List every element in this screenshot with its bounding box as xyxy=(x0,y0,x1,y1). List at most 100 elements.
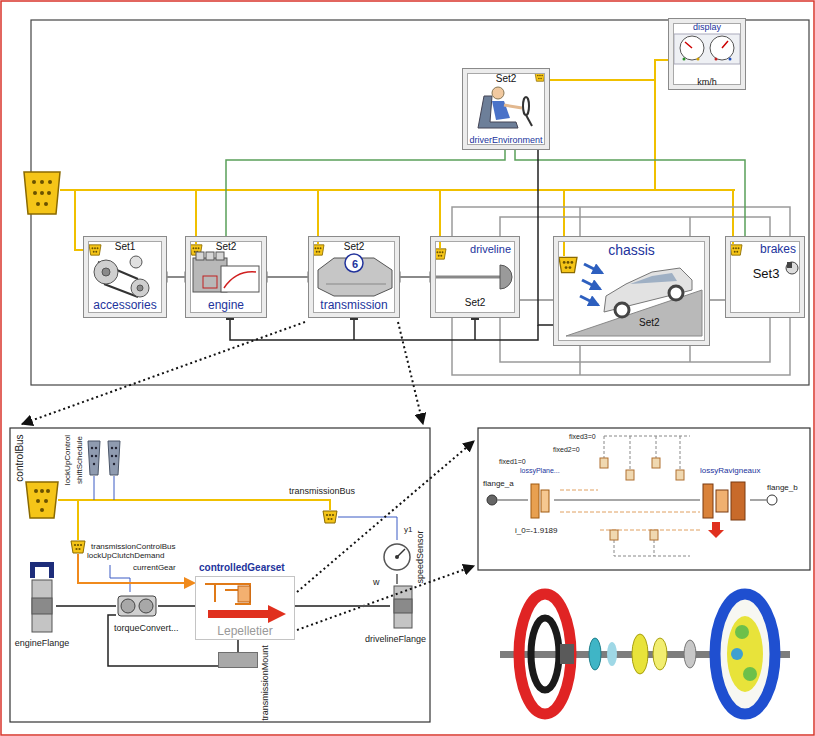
connector xyxy=(515,150,745,236)
bus-connector xyxy=(34,489,38,493)
mechanical-wire xyxy=(452,207,790,375)
panel-frame xyxy=(10,428,430,722)
signal-label: flange_a xyxy=(482,480,515,489)
signal-label: fixed3=0 xyxy=(568,433,597,441)
node-label: speedSensor xyxy=(415,530,425,583)
bus-connector xyxy=(730,245,742,255)
node-label: Set3 xyxy=(753,267,780,282)
mount-flange xyxy=(471,316,479,320)
vehicle-icon xyxy=(580,296,598,305)
subsystem-block: chassisSet2 xyxy=(553,236,710,346)
node-label: engine xyxy=(208,299,244,313)
connector xyxy=(295,605,390,607)
torque-converter-icon xyxy=(118,596,156,616)
gauge-icon xyxy=(685,41,728,48)
speed-sensor-icon xyxy=(384,544,410,570)
bus-connector xyxy=(89,245,101,255)
bus-connector xyxy=(46,489,50,493)
bus-connector xyxy=(33,191,37,195)
bus-wire xyxy=(60,80,735,256)
gearset-schematic xyxy=(208,605,286,623)
signal-label: fixed1=0 xyxy=(498,458,527,466)
gearset-schematic xyxy=(238,586,250,602)
flange-icon xyxy=(394,586,412,628)
signal-wire xyxy=(94,476,397,592)
gearbox-icon xyxy=(345,254,363,272)
node-label: brakes xyxy=(760,243,796,257)
gauge-icon xyxy=(674,34,740,64)
gearbox-icon xyxy=(318,258,392,296)
mount-wire xyxy=(230,318,538,340)
torque-converter: torqueConvert... xyxy=(116,592,158,620)
driver-icon xyxy=(478,96,518,128)
torque-converter-icon xyxy=(121,599,135,613)
gear-illustration xyxy=(589,638,601,670)
signal-label: shiftSchedule xyxy=(76,435,85,485)
node-label: torqueConvert... xyxy=(114,623,179,633)
gear-illustration xyxy=(715,594,775,714)
driver-icon xyxy=(526,115,532,126)
subsystem-block: drivelineSet2 xyxy=(430,236,520,318)
signal-connector xyxy=(108,441,120,475)
driveline-icon xyxy=(436,276,500,279)
signal-label: fixed2=0 xyxy=(552,446,581,454)
node-label: km/h xyxy=(697,77,717,87)
bus-connector xyxy=(40,489,44,493)
connector xyxy=(554,499,700,501)
node-label: transmission xyxy=(320,299,387,313)
connector xyxy=(56,605,116,607)
connector xyxy=(267,276,308,278)
planetary-component: lossyPlane... xyxy=(528,480,554,522)
signal-label: flange_b xyxy=(766,484,799,493)
gauge-icon xyxy=(683,58,686,61)
gearset-schematic xyxy=(205,584,250,604)
bus-connector xyxy=(24,172,60,214)
speed-sensor-icon xyxy=(384,544,410,570)
engine-icon xyxy=(216,252,224,260)
flange-icon xyxy=(32,580,52,632)
bus-connector xyxy=(535,73,545,82)
driveline-icon xyxy=(500,265,512,289)
zoom-arrow xyxy=(22,322,305,424)
torque-converter-icon xyxy=(139,599,153,613)
node-label: Set2 xyxy=(465,297,486,309)
driver-icon xyxy=(478,87,532,128)
flange-component: drivelineFlange xyxy=(390,584,416,630)
clutch-schematic xyxy=(626,470,634,480)
node-label: transmissionMount xyxy=(260,645,270,721)
bus-connector xyxy=(32,180,36,184)
vehicle-icon xyxy=(615,303,629,317)
connector xyxy=(710,299,725,301)
node-label: 6 xyxy=(352,258,358,271)
node-label: Set2 xyxy=(496,73,517,85)
gear-illustration xyxy=(500,594,790,714)
panel-frame xyxy=(478,428,810,570)
node-label: chassis xyxy=(608,242,655,258)
bus-wire xyxy=(60,80,735,256)
bus-connector xyxy=(40,191,44,195)
connector xyxy=(226,150,505,236)
connector xyxy=(158,605,195,607)
clutch-schematic xyxy=(650,530,658,540)
zoom-arrow xyxy=(398,322,423,424)
connector xyxy=(400,276,430,278)
brake-icon xyxy=(786,262,798,274)
node-label: display xyxy=(693,22,721,32)
engine-icon xyxy=(206,252,214,260)
bus-connector xyxy=(47,191,51,195)
mount-flange xyxy=(350,316,358,320)
connector xyxy=(396,574,398,584)
flange-icon xyxy=(394,599,412,613)
gearbox-icon xyxy=(326,284,386,285)
brake-icon xyxy=(786,262,798,274)
engine-icon xyxy=(221,266,259,292)
gearset-schematic xyxy=(205,584,286,623)
planetary-icon xyxy=(531,484,539,518)
connector xyxy=(550,60,668,80)
display-block: display km/h xyxy=(668,18,746,90)
bus-connector xyxy=(26,482,58,518)
clutch-schematic xyxy=(600,458,608,468)
gearbox-icon xyxy=(318,254,392,296)
